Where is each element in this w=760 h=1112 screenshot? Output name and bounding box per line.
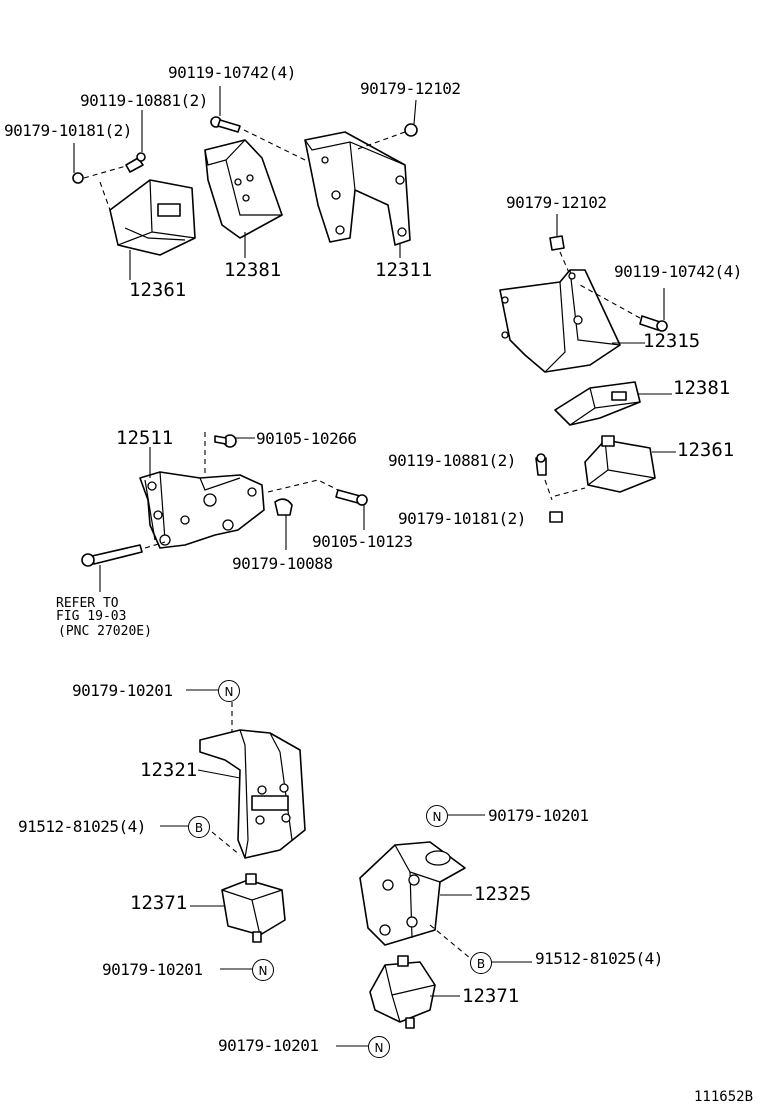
label-part-12361-right: 12361 [677,439,735,461]
bracket-12325 [359,841,472,946]
label-bolt-91512-81025-right: 91512-81025(4) [535,949,663,968]
figure-id: 111652B [694,1089,754,1105]
insulator-12371-right [369,955,460,1029]
refer-note-line1: REFER TO [56,596,119,611]
label-nut-90179-10088: 90179-10088 [232,554,333,573]
bracket-12315 [499,269,645,373]
nut-90179-10181-right [549,511,563,523]
n-marker-b: N [252,959,274,981]
nut-90179-10181-top [72,143,84,184]
bolt-90119-10742-top [210,86,241,133]
label-nut-90179-10201-d: 90179-10201 [218,1036,319,1055]
label-bolt-90119-10742-right: 90119-10742(4) [614,262,742,281]
label-nut-90179-10201-a: 90179-10201 [72,681,173,700]
label-nut-90179-12102-right: 90179-12102 [506,193,607,212]
label-part-12361-left: 12361 [129,279,187,301]
bolt-90119-10881-right [535,453,547,476]
bracket-12311 [304,131,411,258]
nut-90179-12102-top [404,99,418,137]
label-bolt-91512-81025-left: 91512-81025(4) [18,817,146,836]
bolt-90119-10881-top [125,110,146,173]
insulator-12361-right [584,435,676,493]
long-bolt [81,544,143,592]
b-marker-left: B [188,816,210,838]
n-marker-d: N [368,1036,390,1058]
label-part-12381-right: 12381 [673,377,731,399]
label-part-12381-left: 12381 [224,259,282,281]
nut-90179-12102-right [549,214,565,251]
label-part-12371-right: 12371 [462,985,520,1007]
bolt-90105-10266 [214,434,255,448]
label-part-12315: 12315 [643,330,701,352]
bolt-90119-10742-right [639,288,668,332]
pad-12381-left [204,139,283,258]
bolt-90105-10123 [335,489,368,530]
label-bolt-90119-10881-top: 90119-10881(2) [80,91,208,110]
label-part-12321: 12321 [140,759,198,781]
label-bolt-90105-10266: 90105-10266 [256,429,357,448]
refer-note-line3: (PNC 27020E) [58,624,152,639]
bracket-12511 [139,447,265,549]
nut-90179-10088 [274,498,293,550]
insulator-12361-left [109,179,196,280]
label-bolt-90105-10123: 90105-10123 [312,532,413,551]
pad-12381-right [554,381,672,426]
label-part-12511: 12511 [116,427,174,449]
label-nut-90179-10181-right: 90179-10181(2) [398,509,526,528]
label-part-12325: 12325 [474,883,532,905]
label-bolt-90119-10742-top: 90119-10742(4) [168,63,296,82]
bracket-12321 [197,729,306,859]
insulator-12371-left [190,873,286,943]
label-bolt-90119-10881-right: 90119-10881(2) [388,451,516,470]
label-part-12371-left: 12371 [130,892,188,914]
refer-note-line2: FIG 19-03 [56,609,127,624]
label-nut-90179-12102-top: 90179-12102 [360,79,461,98]
label-nut-90179-10201-c: 90179-10201 [488,806,589,825]
b-marker-right: B [470,952,492,974]
label-nut-90179-10201-b: 90179-10201 [102,960,203,979]
n-marker-a: N [218,680,240,702]
n-marker-c: N [426,805,448,827]
label-nut-90179-10181-top: 90179-10181(2) [4,121,132,140]
label-part-12311: 12311 [375,259,433,281]
